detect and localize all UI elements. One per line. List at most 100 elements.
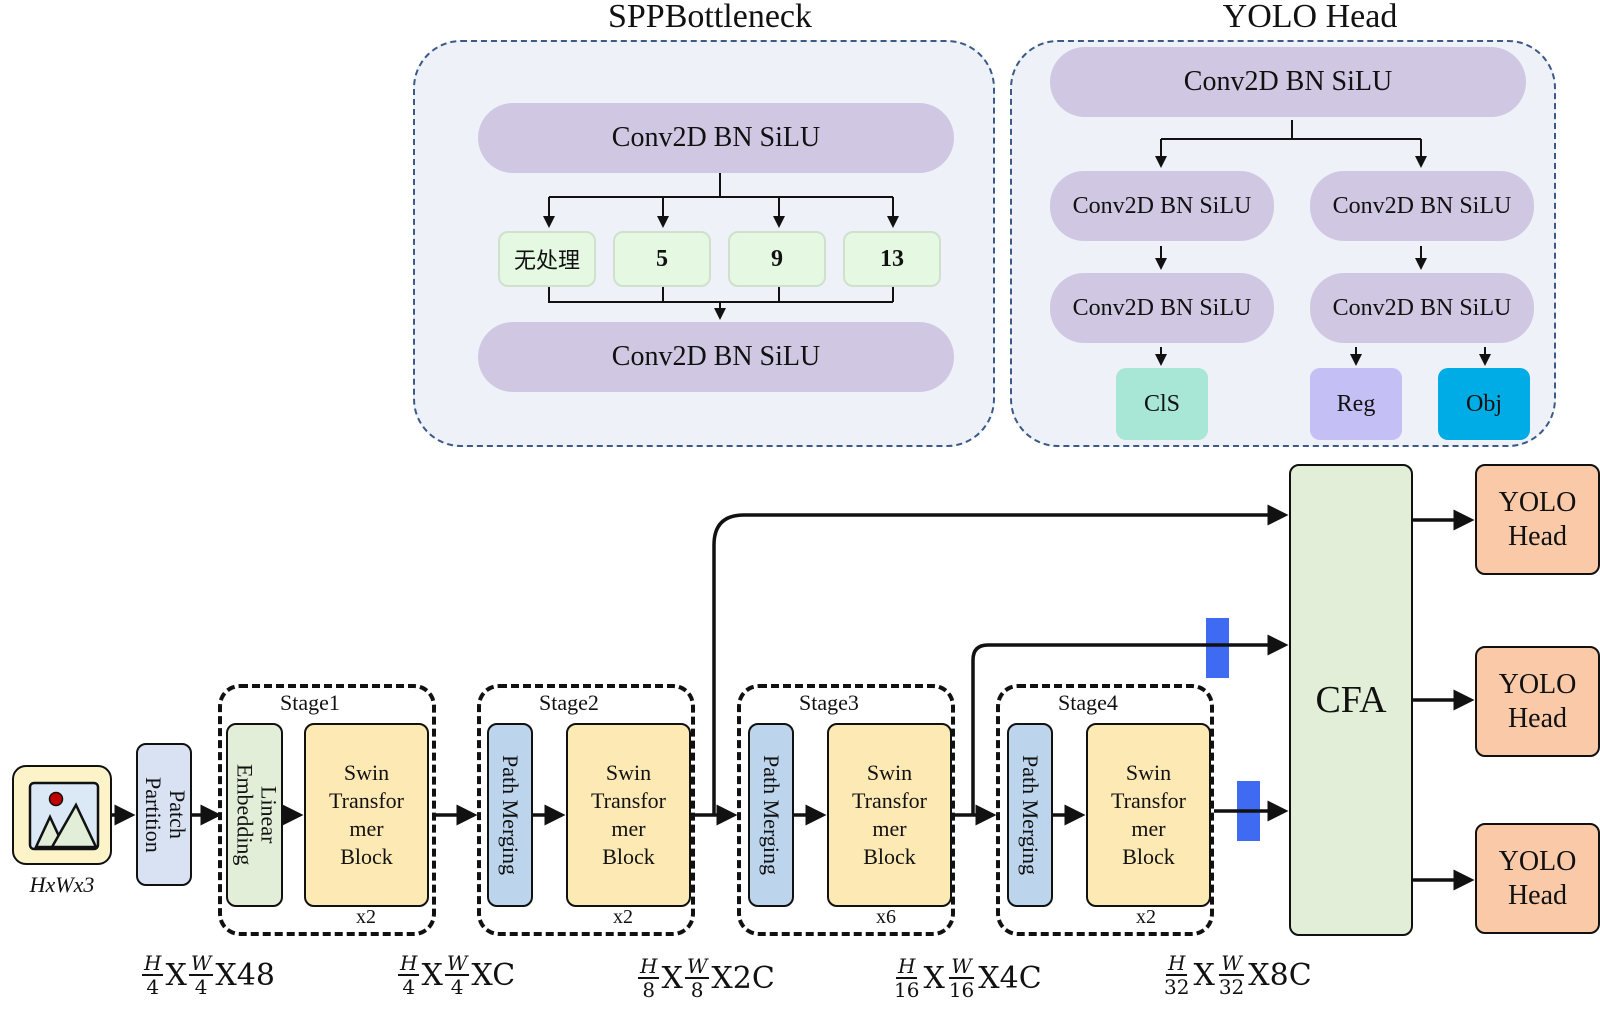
- dim-c: X48: [215, 957, 275, 993]
- swin-line: Transfor: [1111, 788, 1186, 813]
- yolo-head-left-conv-1: Conv2D BN SiLU: [1050, 171, 1274, 241]
- dim-times: X: [923, 960, 945, 996]
- yolo-head-obj-output: Obj: [1438, 368, 1530, 440]
- swin-line: Transfor: [591, 788, 666, 813]
- dim-h: H: [896, 954, 918, 979]
- dim-w: W: [684, 954, 710, 979]
- stage2-frame: [477, 684, 695, 936]
- dim-w: W: [949, 954, 974, 979]
- yolo-head-line: Head: [1507, 520, 1568, 552]
- swin-line: Block: [1122, 844, 1175, 869]
- swin-line: Swin: [866, 760, 913, 785]
- dim-times: X: [661, 960, 683, 996]
- swin-line: Transfor: [852, 788, 927, 813]
- patch-partition-block: Patch Partition: [136, 743, 192, 886]
- dim-w: W: [1219, 951, 1244, 976]
- stage2-merging-label: Path Merging: [498, 755, 523, 875]
- yolo-head-left-conv-2: Conv2D BN SiLU: [1050, 273, 1274, 343]
- dim-h-den: 8: [642, 978, 656, 1002]
- dim-c: XC: [471, 957, 516, 993]
- dim-times: X: [165, 957, 187, 993]
- spp-branch-9: 9: [728, 231, 826, 287]
- dim-w: W: [188, 951, 214, 976]
- stage2-label: Stage2: [539, 690, 599, 715]
- dim-h-den: 16: [894, 978, 920, 1002]
- dim-w-den: 4: [194, 975, 208, 999]
- connector-block-lower: [1237, 781, 1260, 841]
- swin-line: Block: [602, 844, 655, 869]
- yolo-head-reg-output: Reg: [1310, 368, 1402, 440]
- dim-times: X: [421, 957, 443, 993]
- yolo-head-line: YOLO: [1498, 668, 1577, 700]
- yolo-head-right-conv-2: Conv2D BN SiLU: [1310, 273, 1534, 343]
- dim-h: H: [638, 954, 660, 979]
- patch-partition-label: Patch Partition: [141, 776, 190, 853]
- input-size-label: HxWx3: [29, 872, 95, 897]
- connector-block-upper: [1206, 618, 1229, 678]
- swin-line: Swin: [1125, 760, 1172, 785]
- spp-branch-5: 5: [613, 231, 711, 287]
- swin-line: mer: [872, 816, 907, 841]
- linear-embedding-block: Linear Embedding: [226, 723, 283, 907]
- linear-embedding-label: Linear Embedding: [232, 764, 282, 866]
- yolo-head-top-conv-block: Conv2D BN SiLU: [1050, 47, 1526, 117]
- stage2-repeat: x2: [613, 906, 633, 928]
- cfa-block: CFA: [1289, 464, 1413, 936]
- stage4-repeat: x2: [1136, 906, 1156, 928]
- spp-branch-13: 13: [843, 231, 941, 287]
- stage3-label: Stage3: [799, 690, 859, 715]
- dim-h-den: 4: [146, 975, 160, 999]
- dim-w: W: [444, 951, 470, 976]
- stage3-repeat: x6: [876, 906, 896, 928]
- swin-line: Swin: [343, 760, 390, 785]
- swin-line: mer: [1131, 816, 1166, 841]
- yolo-head-title: YOLO Head: [1222, 0, 1398, 35]
- dim-h: H: [398, 951, 420, 976]
- spp-title: SPPBottleneck: [607, 0, 813, 35]
- dim-times: X: [1193, 957, 1215, 993]
- dim-h-den: 32: [1164, 975, 1190, 999]
- swin-line: mer: [349, 816, 384, 841]
- spp-branch-none: 无处理: [498, 231, 596, 287]
- dim-w-den: 32: [1218, 975, 1245, 999]
- stage4-label: Stage4: [1058, 690, 1118, 715]
- spp-top-conv-block: Conv2D BN SiLU: [478, 103, 954, 173]
- stage1-repeat: x2: [356, 906, 376, 928]
- yolo-head-cls-output: ClS: [1116, 368, 1208, 440]
- swin-line: Block: [340, 844, 393, 869]
- yolo-head-line: Head: [1507, 879, 1568, 911]
- stage1-label: Stage1: [280, 690, 340, 715]
- dim-c: X4C: [978, 960, 1042, 996]
- swin-line: mer: [611, 816, 646, 841]
- yolo-head-line: Head: [1507, 702, 1568, 734]
- dim-c: X2C: [711, 960, 775, 996]
- stage4-merging-block: Path Merging: [1007, 723, 1053, 907]
- swin-line: Swin: [605, 760, 652, 785]
- dim-h: H: [1166, 951, 1188, 976]
- dim-w-den: 8: [690, 978, 704, 1002]
- dim-c: X8C: [1248, 957, 1312, 993]
- swin-line: Block: [863, 844, 916, 869]
- yolo-head-line: YOLO: [1498, 845, 1577, 877]
- stage3-merging-block: Path Merging: [748, 723, 794, 907]
- stage4-merging-label: Path Merging: [1018, 755, 1043, 875]
- swin-line: Transfor: [329, 788, 404, 813]
- dim-w-den: 16: [948, 978, 975, 1002]
- dim-h: H: [142, 951, 164, 976]
- spp-bottom-conv-block: Conv2D BN SiLU: [478, 322, 954, 392]
- dim-w-den: 4: [450, 975, 464, 999]
- input-image-icon: [12, 765, 112, 865]
- stage2-merging-block: Path Merging: [487, 723, 533, 907]
- yolo-head-right-conv-1: Conv2D BN SiLU: [1310, 171, 1534, 241]
